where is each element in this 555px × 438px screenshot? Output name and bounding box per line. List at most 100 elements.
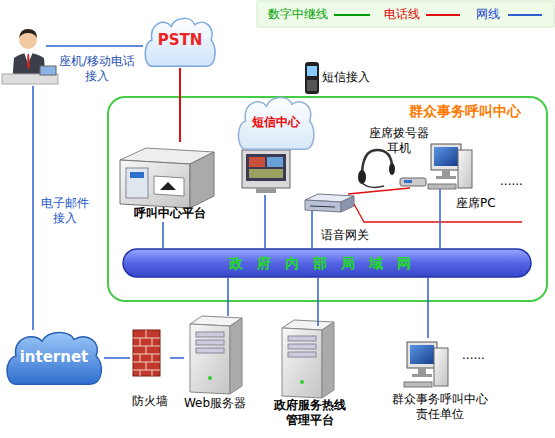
legend-panel	[257, 1, 554, 27]
bus-outline	[123, 249, 531, 277]
dialer	[404, 180, 412, 183]
unit-pc	[404, 382, 432, 387]
unit-pc	[410, 345, 434, 364]
edge-label: 电子邮件 接入	[38, 196, 92, 226]
web-server	[196, 332, 224, 337]
agent-pc	[458, 150, 472, 188]
node-text: 呼叫中心平台	[115, 206, 225, 221]
sms-terminal	[242, 150, 290, 188]
connector-line	[264, 195, 266, 248]
legend-line	[334, 14, 370, 16]
web-server	[190, 316, 242, 394]
headset	[358, 170, 366, 184]
web-server-node: Web服务器	[184, 316, 246, 412]
caller-person	[27, 54, 30, 70]
caller-person	[19, 29, 37, 38]
mobile-phone	[305, 62, 319, 94]
network-stub	[439, 189, 441, 212]
node-text: 短信中心	[236, 115, 316, 130]
hotline-platform-node: 政府服务热线 管理平台	[262, 326, 358, 432]
headset-dialer-node: 座席拨号器 耳机	[364, 126, 432, 188]
unit-pc	[418, 368, 426, 374]
agent-pc-node: 座席PC	[428, 140, 500, 212]
headset	[389, 163, 395, 175]
pstn-cloud: PSTN	[143, 16, 217, 68]
node-text: 政府服务热线 管理平台	[262, 398, 358, 428]
connector-line	[104, 357, 130, 359]
call-platform-server	[160, 182, 176, 190]
connector-line	[317, 278, 319, 326]
legend-line	[508, 14, 542, 16]
connector-line	[439, 212, 441, 248]
node-text: 座席拨号器 耳机	[366, 126, 432, 156]
node-text: Web服务器	[176, 396, 254, 411]
node-text: 防火墙	[126, 394, 174, 409]
free-label: 短信接入	[322, 70, 382, 85]
sms-terminal	[267, 157, 283, 167]
legend-text: 数字中继线	[268, 7, 332, 22]
hotline-server	[288, 344, 316, 349]
dialer	[400, 178, 426, 186]
connector-line	[227, 278, 229, 316]
firewall-node: 防火墙	[130, 328, 170, 412]
firewall-wall	[133, 330, 160, 376]
unit-pc	[404, 342, 448, 387]
legend-text: 网线	[476, 7, 504, 22]
voice-gateway-device	[305, 200, 341, 212]
call-platform-server	[120, 148, 214, 208]
phone-wire	[46, 46, 140, 47]
web-server	[230, 318, 242, 394]
hotline-server	[282, 320, 334, 398]
web-server	[208, 376, 212, 380]
web-server	[196, 348, 224, 353]
firewall-wall	[133, 330, 160, 376]
unit-pc	[407, 342, 437, 368]
dialer	[400, 178, 426, 186]
call-platform-server	[130, 172, 144, 178]
node-text: 语音网关	[321, 228, 383, 243]
node-text: 座机/移动电话 接入	[56, 54, 138, 84]
free-label: ......	[500, 174, 540, 189]
voice-gateway-node: 语音网关	[303, 194, 383, 244]
lan-bus: 政府内部局域网	[122, 248, 532, 278]
phone-wire	[46, 45, 140, 47]
sms-terminal	[242, 150, 290, 193]
caller-person	[40, 66, 56, 75]
legend-text: 电话线	[384, 7, 424, 22]
firewall-wall	[133, 330, 160, 376]
call-platform-server	[190, 152, 214, 208]
voice-gateway-device	[310, 206, 335, 207]
connector-line	[179, 68, 181, 142]
sms-terminal	[249, 169, 283, 178]
agent-pc	[431, 144, 461, 170]
hotline-server	[300, 380, 304, 384]
connector-line	[348, 188, 410, 194]
sms-center-cloud: 短信中心	[236, 95, 316, 195]
mobile-phone	[307, 66, 317, 76]
caller-node: 座机/移动电话 接入	[4, 24, 140, 86]
web-server	[196, 340, 224, 345]
agent-pc	[428, 144, 472, 189]
legend-panel	[257, 1, 554, 27]
connector-line	[427, 278, 429, 338]
agent-pc	[442, 170, 450, 176]
call-platform-server	[154, 176, 184, 196]
mobile-phone	[307, 80, 317, 91]
hotline-server	[322, 322, 334, 398]
connector-line	[162, 222, 164, 248]
node-text: 群众事务呼叫中心	[409, 104, 543, 119]
web-server	[190, 324, 230, 394]
node-text: internet	[4, 350, 104, 365]
unit-pc	[434, 348, 448, 386]
internet-cloud: internet	[4, 330, 104, 386]
call-platform-server	[126, 168, 148, 198]
voice-gateway-device	[341, 196, 354, 212]
node-text: 政府内部局域网	[122, 254, 532, 272]
call-platform-node: 呼叫中心平台	[115, 142, 225, 222]
phone-line	[354, 204, 522, 222]
legend-line	[426, 14, 460, 16]
unit-pc	[412, 374, 432, 377]
node-text: 群众事务呼叫中心 责任单位	[388, 392, 492, 422]
